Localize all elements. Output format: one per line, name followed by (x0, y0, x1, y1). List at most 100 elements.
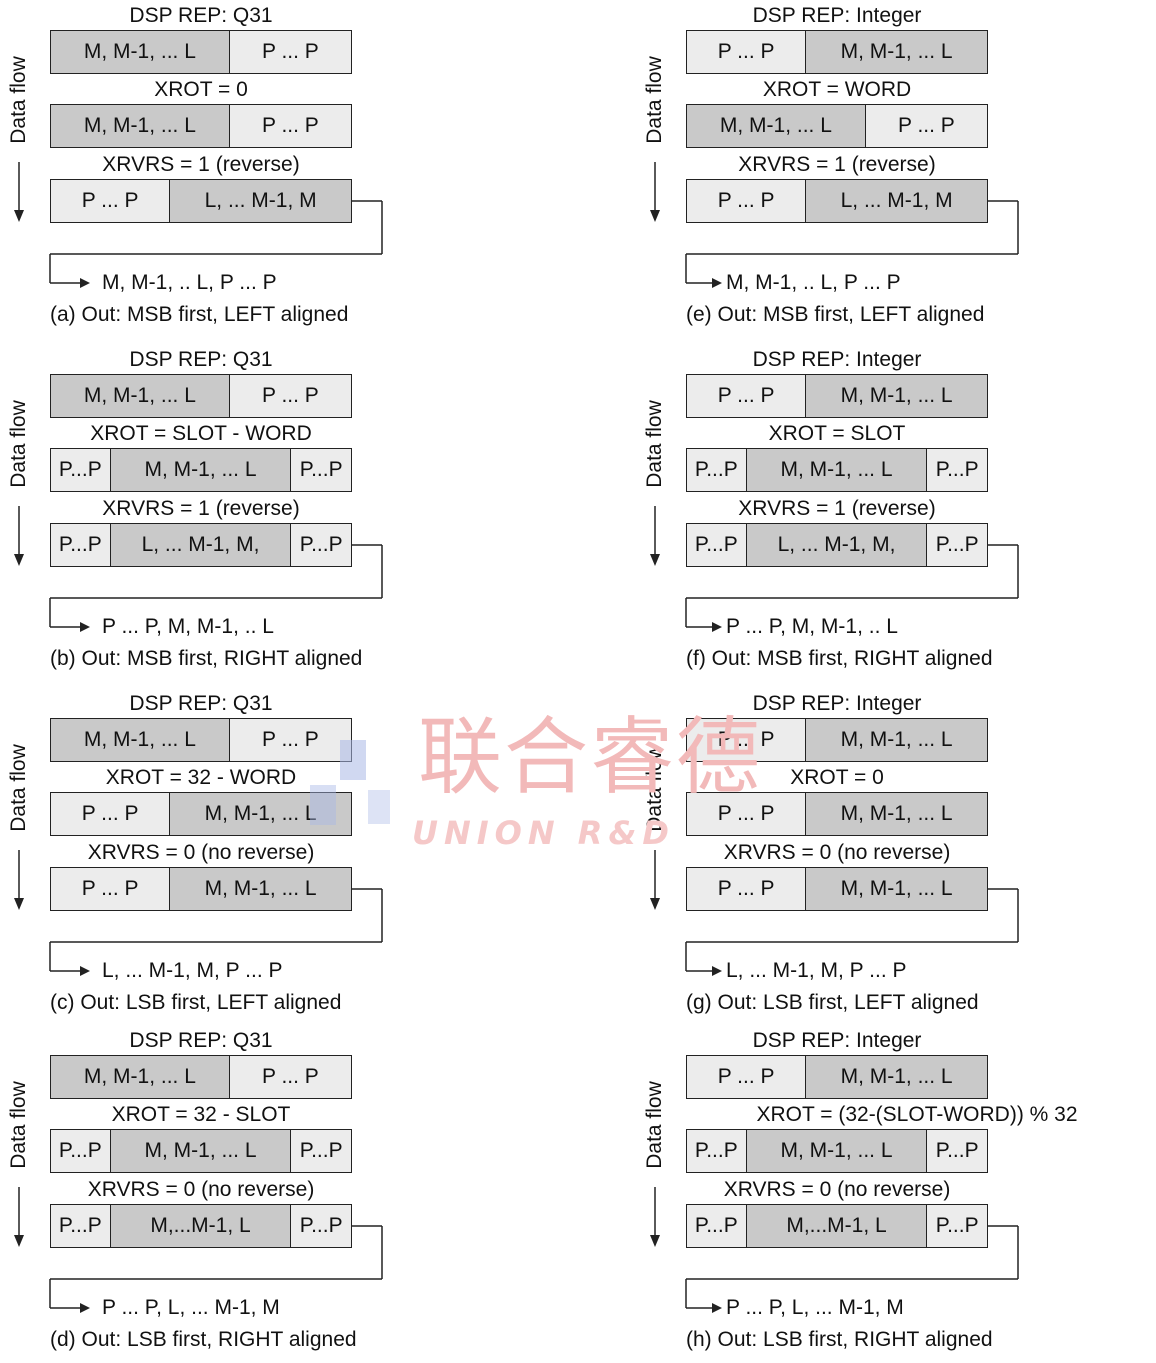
padding-cell: P ... P (229, 719, 351, 761)
padding-cell: P...P (51, 1130, 111, 1172)
padding-cell: P...P (291, 1130, 351, 1172)
data-bits-cell: M, M-1, ... L (806, 375, 987, 417)
down-arrow-icon (650, 210, 660, 222)
xrot-label: XROT = 0 (790, 766, 884, 789)
output-sequence: M, M-1, .. L, P ... P (726, 271, 901, 294)
down-arrow-icon (650, 554, 660, 566)
xrot-label: XROT = SLOT - WORD (90, 422, 312, 445)
connector-lines (14, 1187, 383, 1313)
padding-cell: P ... P (229, 105, 351, 147)
down-arrow-icon (14, 210, 24, 222)
output-sequence: P ... P, M, M-1, .. L (726, 615, 898, 638)
data-bits-cell: M, M-1, ... L (170, 793, 351, 835)
xrvrs-label: XRVRS = 1 (reverse) (738, 497, 936, 520)
data-bits-cell: M, M-1, ... L (110, 1130, 292, 1172)
padding-cell: P ... P (687, 868, 807, 910)
panel-caption: (c) Out: LSB first, LEFT aligned (50, 991, 342, 1014)
padding-cell: P...P (927, 524, 987, 566)
down-arrow-icon (14, 898, 24, 910)
connector-lines (650, 162, 1019, 288)
dsp-rep-label: DSP REP: Integer (752, 692, 922, 715)
connector-lines (650, 1187, 1019, 1313)
padding-cell: P ... P (687, 793, 807, 835)
data-bits-cell: M, M-1, ... L (51, 375, 230, 417)
dsp-rep-label: DSP REP: Integer (752, 4, 922, 27)
xrot-label: XROT = 0 (154, 78, 248, 101)
padding-cell: P ... P (865, 105, 987, 147)
panel-caption: (f) Out: MSB first, RIGHT aligned (686, 647, 993, 670)
xrot-label: XROT = 32 - WORD (105, 766, 297, 789)
right-arrow-icon (80, 1303, 90, 1313)
right-arrow-icon (712, 966, 722, 976)
xrvrs-label: XRVRS = 0 (no reverse) (723, 841, 951, 864)
dsp-rep-label: DSP REP: Q31 (129, 4, 273, 27)
data-bits-cell: L, ... M-1, M, (110, 524, 292, 566)
data-bits-cell: M, M-1, ... L (746, 449, 928, 491)
padding-cell: P ... P (687, 1056, 807, 1098)
connector-lines (650, 506, 1019, 632)
xrot-label: XROT = SLOT (768, 422, 906, 445)
data-bits-cell: M, M-1, ... L (51, 31, 230, 73)
right-arrow-icon (712, 1303, 722, 1313)
padding-cell: P ... P (51, 793, 171, 835)
right-arrow-icon (80, 966, 90, 976)
down-arrow-icon (14, 554, 24, 566)
dsp-rep-label: DSP REP: Q31 (129, 348, 273, 371)
xrvrs-label: XRVRS = 0 (no reverse) (87, 1178, 315, 1201)
connector-lines (14, 506, 383, 632)
output-sequence: P ... P, L, ... M-1, M (726, 1296, 904, 1319)
dsp-rep-label: DSP REP: Integer (752, 1029, 922, 1052)
panel-caption: (a) Out: MSB first, LEFT aligned (50, 303, 349, 326)
padding-cell: P...P (687, 524, 747, 566)
padding-cell: P ... P (51, 868, 171, 910)
data-bits-cell: L, ... M-1, M (170, 180, 351, 222)
panel-caption: (d) Out: LSB first, RIGHT aligned (50, 1328, 357, 1351)
padding-cell: P...P (687, 1205, 747, 1247)
data-bits-cell: L, ... M-1, M (806, 180, 987, 222)
data-bits-cell: M, M-1, ... L (806, 868, 987, 910)
down-arrow-icon (650, 898, 660, 910)
xrot-label: XROT = (32-(SLOT-WORD)) % 32 (756, 1103, 1078, 1126)
data-bits-cell: M, M-1, ... L (746, 1130, 928, 1172)
down-arrow-icon (650, 1235, 660, 1247)
connector-lines (14, 162, 383, 288)
data-bits-cell: M, M-1, ... L (51, 1056, 230, 1098)
data-bits-cell: L, ... M-1, M, (746, 524, 928, 566)
padding-cell: P...P (51, 1205, 111, 1247)
data-bits-cell: M, M-1, ... L (687, 105, 866, 147)
right-arrow-icon (80, 622, 90, 632)
data-bits-cell: M, M-1, ... L (806, 31, 987, 73)
xrot-label: XROT = WORD (762, 78, 912, 101)
padding-cell: P ... P (229, 375, 351, 417)
padding-cell: P...P (291, 1205, 351, 1247)
data-bits-cell: M, M-1, ... L (806, 719, 987, 761)
panel-caption: (h) Out: LSB first, RIGHT aligned (686, 1328, 993, 1351)
panel-caption: (e) Out: MSB first, LEFT aligned (686, 303, 985, 326)
xrot-label: XROT = 32 - SLOT (111, 1103, 291, 1126)
xrvrs-label: XRVRS = 0 (no reverse) (723, 1178, 951, 1201)
data-bits-cell: M, M-1, ... L (51, 719, 230, 761)
data-bits-cell: M, M-1, ... L (51, 105, 230, 147)
